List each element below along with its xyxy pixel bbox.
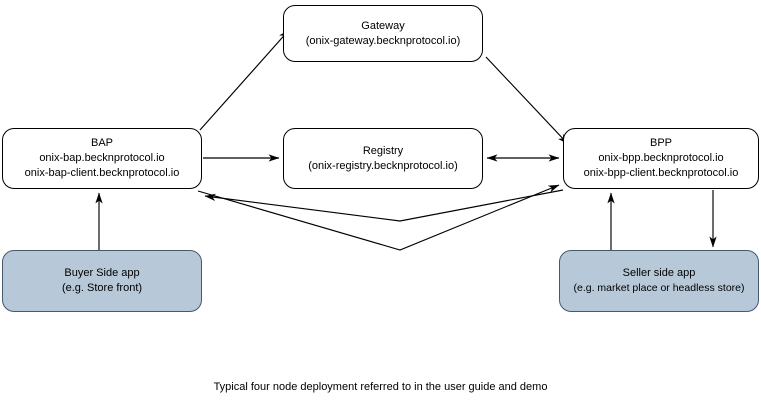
node-seller-side-app[interactable]: Seller side app (e.g. market place or he…: [559, 250, 759, 312]
node-buyer-title: Buyer Side app: [64, 267, 140, 279]
diagram-caption: Typical four node deployment referred to…: [213, 381, 548, 393]
edge-bpp-to-bap: [204, 189, 564, 222]
node-gateway-title: Gateway: [361, 19, 405, 32]
node-bpp-title: BPP: [649, 137, 672, 149]
node-seller-title: Seller side app: [622, 267, 696, 279]
node-gateway[interactable]: Gateway (onix-gateway.becknprotocol.io): [283, 5, 483, 62]
node-registry[interactable]: Registry (onix-registry.becknprotocol.io…: [283, 128, 483, 189]
node-bap-subtitle-2: onix-bap-client.becknprotocol.io: [24, 167, 180, 179]
node-bap-title: BAP: [90, 137, 113, 149]
node-registry-title: Registry: [362, 144, 404, 157]
node-buyer-subtitle: (e.g. Store front): [61, 282, 143, 294]
edge-bap-to-bpp: [197, 184, 560, 251]
edge-bap-to-gateway: [199, 29, 290, 131]
node-registry-subtitle: (onix-registry.becknprotocol.io): [308, 159, 458, 172]
node-bap-subtitle: onix-bap.becknprotocol.io: [39, 152, 165, 164]
edge-gateway-to-bpp: [485, 56, 569, 145]
node-bpp-subtitle-2: onix-bpp-client.becknprotocol.io: [583, 167, 739, 179]
node-seller-subtitle: (e.g. market place or headless store): [573, 282, 745, 294]
node-gateway-subtitle: (onix-gateway.becknprotocol.io): [305, 34, 461, 47]
node-bpp[interactable]: BPP onix-bpp.becknprotocol.io onix-bpp-c…: [563, 128, 759, 189]
node-buyer-side-app[interactable]: Buyer Side app (e.g. Store front): [2, 250, 202, 312]
node-bap[interactable]: BAP onix-bap.becknprotocol.io onix-bap-c…: [2, 128, 202, 189]
node-bpp-subtitle: onix-bpp.becknprotocol.io: [598, 152, 724, 164]
